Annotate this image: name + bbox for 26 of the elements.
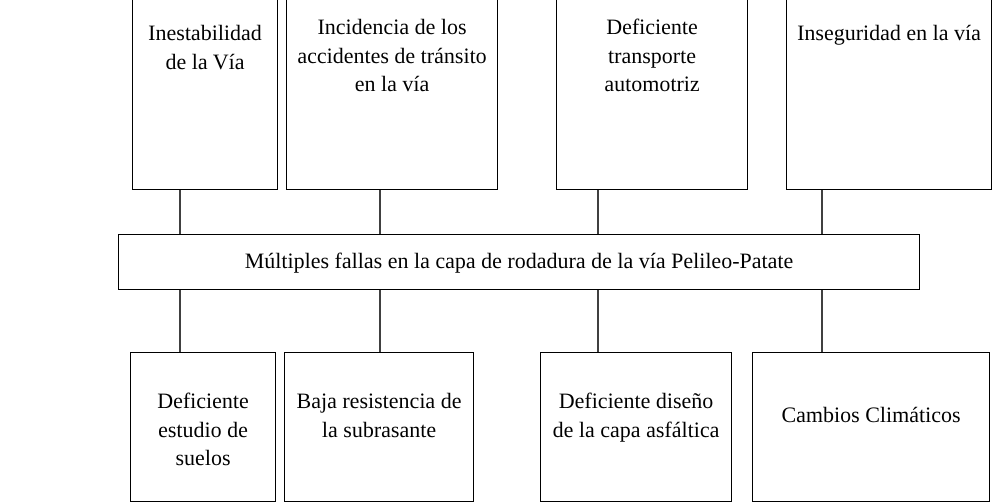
text-box — [132, 0, 278, 190]
text-box — [284, 352, 474, 502]
connector-line — [379, 190, 381, 234]
problem-box — [118, 234, 920, 290]
connector-line — [379, 290, 381, 352]
box-text: Incidencia de los accidentes de tránsito en la vía — [296, 13, 488, 98]
box-text: Deficiente estudio de suelos — [156, 387, 250, 472]
box-text: Deficiente transporte automotriz — [603, 13, 701, 98]
box-text: Cambios Climáticos — [781, 401, 961, 429]
text-box — [286, 0, 498, 190]
text-box — [786, 0, 992, 190]
connector-line — [179, 290, 181, 352]
box-text: Múltiples fallas en la capa de rodadura de la vía Pelileo-Patate — [244, 247, 794, 275]
connector-line — [821, 190, 823, 234]
box-text: Inestabilidad de la Vía — [147, 19, 263, 76]
box-text: Inseguridad en la vía — [797, 19, 981, 47]
text-box — [540, 352, 732, 502]
text-box — [752, 352, 990, 502]
box-text: Deficiente diseño de la capa asfáltica — [552, 387, 720, 444]
connector-line — [179, 190, 181, 234]
connector-line — [821, 290, 823, 352]
box-text: Baja resistencia de la subrasante — [296, 387, 462, 444]
connector-line — [597, 290, 599, 352]
connector-line — [597, 190, 599, 234]
text-box — [556, 0, 748, 190]
text-box — [130, 352, 276, 502]
